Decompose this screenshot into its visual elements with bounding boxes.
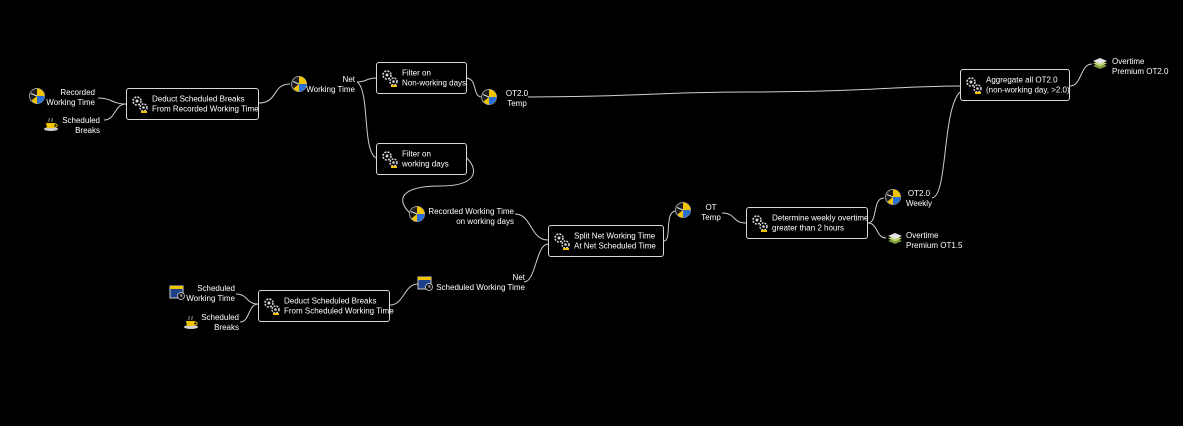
process-label: Deduct Scheduled Breaks — [152, 94, 245, 104]
process-label: Filter on — [402, 149, 431, 159]
process-label: Filter on — [402, 68, 431, 78]
connector — [235, 293, 259, 305]
process-aggregate-ot20[interactable]: Aggregate all OT2.0(non-working day, >2.… — [960, 69, 1070, 101]
clock-pie-icon — [674, 201, 692, 219]
process-label: Deduct Scheduled Breaks — [284, 296, 377, 306]
process-label: At Net Scheduled Time — [574, 241, 656, 250]
process-label: From Scheduled Working Time — [284, 306, 394, 315]
connector — [1069, 63, 1093, 87]
gears-process-icon — [130, 94, 150, 114]
connector — [389, 283, 419, 306]
connector — [931, 91, 961, 199]
gears-process-icon — [552, 231, 572, 251]
stack-output-icon — [1091, 55, 1109, 73]
connector — [867, 197, 885, 224]
connector — [721, 212, 747, 224]
process-label: Split Net Working Time — [574, 231, 656, 241]
connector — [356, 81, 377, 159]
gears-process-icon — [750, 213, 770, 233]
connector — [239, 303, 259, 323]
connector — [514, 213, 549, 241]
process-label: working days — [402, 159, 449, 168]
gears-process-icon — [964, 75, 984, 95]
process-label: (non-working day, >2.0) — [986, 85, 1070, 94]
connector — [97, 97, 127, 105]
connector — [527, 85, 961, 98]
gears-process-icon — [380, 149, 400, 169]
gears-process-icon — [262, 296, 282, 316]
process-label: greater than 2 hours — [772, 223, 845, 232]
process-label: Non-working days — [402, 78, 467, 87]
process-label: Aggregate all OT2.0 — [986, 75, 1058, 85]
stack-output-icon — [886, 230, 904, 248]
clock-pie-icon — [884, 188, 902, 206]
connector — [867, 222, 887, 239]
connector — [356, 77, 377, 83]
connector — [523, 243, 549, 283]
process-label: Determine weekly overtime — [772, 213, 869, 223]
process-label: From Recorded Working Time — [152, 104, 259, 113]
gears-process-icon — [380, 68, 400, 88]
clock-pie-icon — [408, 205, 426, 223]
connector — [402, 157, 475, 214]
connector — [663, 210, 677, 242]
connector — [258, 83, 291, 104]
connector — [103, 103, 127, 121]
clock-pie-icon — [480, 88, 498, 106]
connector — [466, 77, 483, 98]
